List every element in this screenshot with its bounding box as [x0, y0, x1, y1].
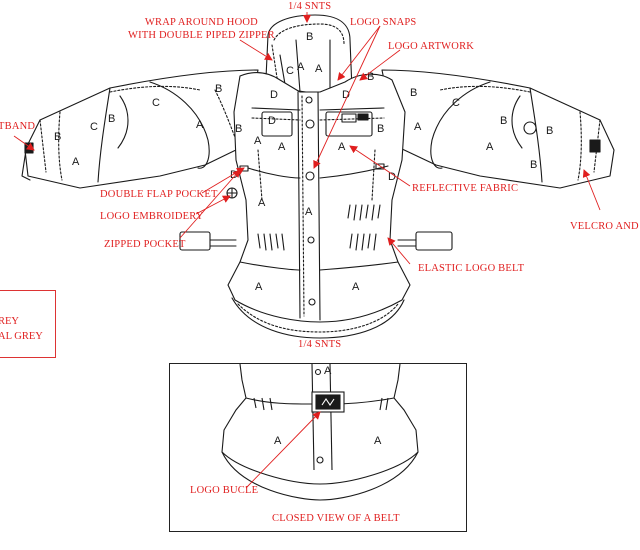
panel-letter: A — [305, 206, 313, 218]
wristband-label: TBAND — [0, 121, 36, 132]
closed-view-letters: A A A — [274, 365, 382, 447]
panel-letter: C — [452, 97, 460, 109]
elastic-logo-belt-label: ELASTIC LOGO BELT — [418, 263, 525, 274]
panel-letter: A — [374, 435, 382, 447]
top-snts-label: 1/4 SNTS — [288, 1, 332, 12]
panel-letter: A — [72, 156, 80, 168]
panel-letter: A — [196, 119, 204, 131]
jacket-body — [179, 71, 453, 339]
logo-artwork-label: LOGO ARTWORK — [388, 41, 475, 52]
panel-letter: A — [352, 281, 360, 293]
panel-letter: B — [500, 115, 507, 127]
panel-letter: D — [268, 115, 276, 127]
panel-letter: D — [388, 171, 396, 183]
panel-letter: A — [297, 61, 305, 73]
bottom-snts-label: 1/4 SNTS — [298, 339, 342, 350]
panel-letter: A — [278, 141, 286, 153]
panel-letter: B — [410, 87, 417, 99]
panel-letter: D — [270, 89, 278, 101]
logo-bucle-label: LOGO BUCLE — [190, 485, 259, 496]
closed-view-label: CLOSED VIEW OF A BELT — [272, 513, 400, 524]
panel-letter: C — [286, 65, 294, 77]
panel-letter: B — [367, 71, 374, 83]
panel-letter: B — [546, 125, 553, 137]
panel-letter: A — [338, 141, 346, 153]
leader-lines — [13, 12, 601, 265]
left-sleeve — [21, 69, 259, 189]
panel-letter: B — [215, 83, 222, 95]
panel-letter-group: B C A A D D B A B C B C B A A A D A B B … — [54, 31, 553, 293]
reflective-fabric-label: REFLECTIVE FABRIC — [412, 183, 519, 194]
panel-letter: B — [108, 113, 115, 125]
panel-letter: A — [324, 365, 332, 377]
panel-letter: B — [306, 31, 313, 43]
panel-letter: A — [258, 197, 266, 209]
colorway-1: REY — [0, 316, 19, 327]
panel-letter: C — [90, 121, 98, 133]
logo-snaps-label: LOGO SNAPS — [350, 17, 417, 28]
panel-letter: A — [274, 435, 282, 447]
panel-letter: B — [235, 123, 242, 135]
closed-belt-view — [221, 363, 419, 501]
panel-letter: B — [54, 131, 61, 143]
right-sleeve — [381, 69, 615, 189]
zipped-pocket-label: ZIPPED POCKET — [104, 239, 186, 250]
panel-letter: C — [152, 97, 160, 109]
panel-letter: A — [414, 121, 422, 133]
panel-letter: D — [342, 89, 350, 101]
panel-letter: A — [486, 141, 494, 153]
panel-letter: B — [377, 123, 384, 135]
panel-letter: B — [530, 159, 537, 171]
closed-view-frame — [169, 363, 467, 532]
logo-embroidery-label: LOGO EMBROIDERY — [100, 211, 204, 222]
panel-letter: A — [254, 135, 262, 147]
hood-callout-line2: WITH DOUBLE PIPED ZIPPER — [128, 30, 275, 42]
velcro-label: VELCRO AND W — [570, 221, 640, 232]
panel-letter: A — [315, 63, 323, 75]
hood-callout-line1: WRAP AROUND HOOD — [144, 17, 258, 28]
panel-letter: D — [230, 169, 238, 181]
hood-callout: WRAP AROUND HOOD WITH DOUBLE PIPED ZIPPE… — [128, 16, 275, 42]
panel-letter: A — [255, 281, 263, 293]
colorway-box — [0, 290, 56, 358]
double-flap-pocket-label: DOUBLE FLAP POCKET — [100, 189, 218, 200]
colorway-2: AL GREY — [0, 331, 43, 342]
